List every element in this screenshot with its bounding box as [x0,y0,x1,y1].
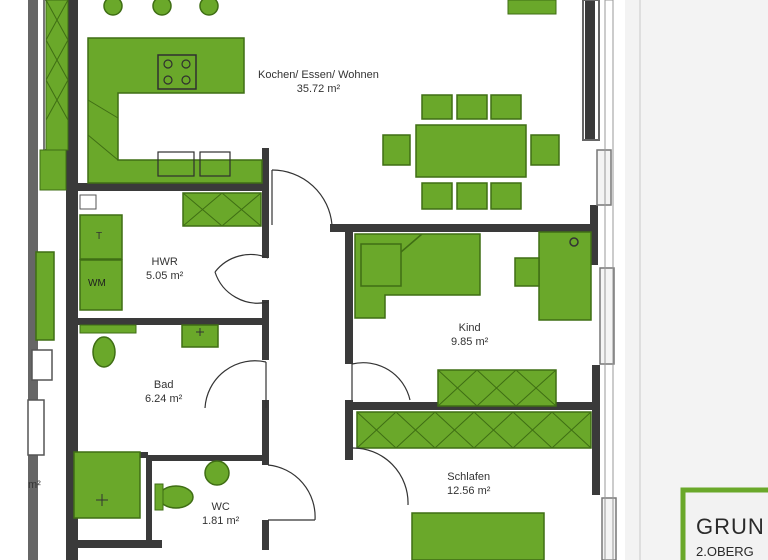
kind-furniture [354,231,592,321]
dryer-label: T [96,231,103,242]
room-area: 9.85 m² [451,336,489,348]
doors [204,169,411,521]
washer-label: WM [88,278,106,289]
room-label-kind: Kind 9.85 m² [451,321,488,349]
hwr-cabinet [182,192,262,227]
wc-fixtures [154,460,230,511]
plants [103,0,219,16]
room-area: 35.72 m² [296,83,341,95]
room-name: Bad [153,379,174,391]
appliances [79,194,123,311]
room-label-schlafen: Schlafen 12.56 m² [447,470,490,498]
room-label-wc: WC 1.81 m² [202,500,239,528]
kind-wardrobe [437,369,557,407]
schlafen-wardrobe [356,411,592,449]
room-label-left-cut: m² [28,478,41,492]
bed [411,512,545,560]
bad-toilet [92,336,116,368]
corner-title: GRUN [696,514,765,539]
room-name: Kochen/ Essen/ Wohnen [258,69,379,81]
kitchen-counter [87,37,263,184]
dining-table [415,124,527,178]
room-label-hwr: HWR 5.05 m² [146,255,183,283]
room-name: Schlafen [447,471,491,483]
washer [79,259,123,311]
room-name: Kind [458,322,481,334]
shower [73,451,141,519]
room-label-kochen: Kochen/ Essen/ Wohnen 35.72 m² [258,68,379,96]
right-margin [625,0,768,560]
walls [28,0,600,560]
room-area: 12.56 m² [447,485,491,497]
room-label-bad: Bad 6.24 m² [145,378,182,406]
dining-set [382,94,560,210]
cooktop [157,54,197,90]
room-area: 5.05 m² [146,270,184,282]
wc-sink [204,460,230,486]
title-box [680,487,768,560]
kitchen-sink [157,151,195,177]
left-shelves [39,0,69,191]
corner-subtitle: 2.OBERG [696,544,754,559]
room-area: 6.24 m² [145,393,183,405]
kind-desk [538,231,592,321]
room-name: HWR [151,256,178,268]
left-room-fixtures [27,251,55,456]
room-area: 1.81 m² [202,515,240,527]
wc-toilet [158,485,194,509]
room-name: WC [211,501,230,513]
bad-fixtures [73,324,219,519]
room-area: m² [28,479,41,491]
dryer [79,214,123,260]
top-cabinet [507,0,557,15]
